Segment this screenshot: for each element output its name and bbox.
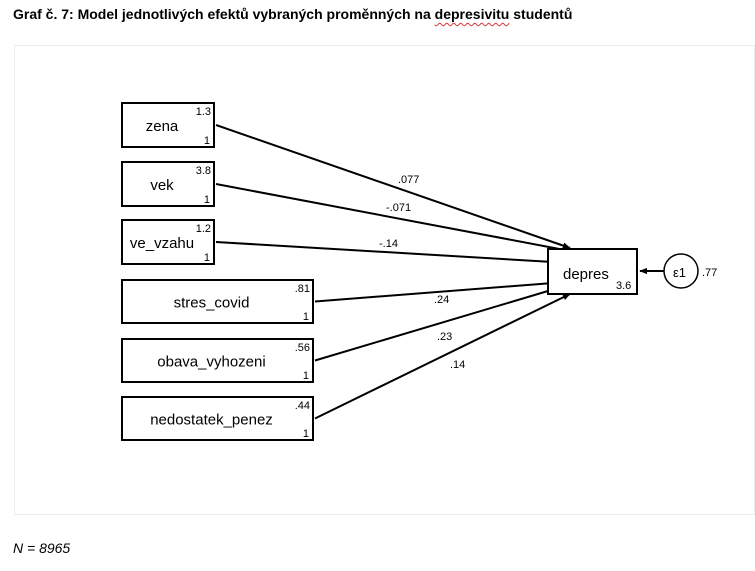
predictor-mean: .81 xyxy=(295,283,310,295)
predictor-variance: 1 xyxy=(303,428,309,440)
path-coefficient-nedostatek_penez: .14 xyxy=(450,359,465,371)
predictor-zena: zena 1.3 1 xyxy=(121,102,215,148)
title-suffix: studentů xyxy=(509,6,573,22)
predictor-variance: 1 xyxy=(303,370,309,382)
path-arrow-zena xyxy=(215,124,571,249)
predictor-variance: 1 xyxy=(204,252,210,264)
path-coefficient-vek: -.071 xyxy=(386,202,411,214)
predictor-label: vek xyxy=(150,177,174,194)
path-arrow-vek xyxy=(215,183,571,253)
title-prefix: Graf č. 7: Model jednotlivých efektů vyb… xyxy=(13,6,435,22)
predictor-mean: 1.3 xyxy=(196,106,211,118)
predictor-variance: 1 xyxy=(303,311,309,323)
predictor-mean: 3.8 xyxy=(196,165,211,177)
path-arrow-obava_vyhozeni xyxy=(314,283,569,362)
path-coefficient-obava_vyhozeni: .23 xyxy=(437,331,452,343)
predictor-box xyxy=(121,279,314,324)
predictor-variance: 1 xyxy=(204,194,210,206)
path-arrows: .077 -.071 -.14 .24 .23 .14 xyxy=(215,124,571,420)
predictor-vek: vek 3.8 1 xyxy=(121,161,215,207)
predictor-variance: 1 xyxy=(204,135,210,147)
predictor-box xyxy=(121,161,215,207)
path-coefficient-ve_vzahu: -.14 xyxy=(379,238,398,250)
path-arrow-nedostatek_penez xyxy=(314,293,571,420)
sample-size-note: N = 8965 xyxy=(13,540,71,556)
predictor-stres_covid: stres_covid .81 1 xyxy=(121,279,314,324)
predictor-label: ve_vzahu xyxy=(130,235,194,252)
predictor-mean: .56 xyxy=(295,342,310,354)
error-label: ε1 xyxy=(673,265,686,280)
predictor-label: zena xyxy=(146,118,179,135)
predictor-obava_vyhozeni: obava_vyhozeni .56 1 xyxy=(121,338,314,383)
predictor-label: obava_vyhozeni xyxy=(157,354,265,371)
outcome-intercept: 3.6 xyxy=(616,280,631,292)
outcome-box xyxy=(547,248,638,295)
path-arrow-ve_vzahu xyxy=(215,241,571,266)
path-arrow-stres_covid xyxy=(314,279,567,303)
predictor-box xyxy=(121,338,314,383)
predictor-label: nedostatek_penez xyxy=(150,412,273,429)
error-node: ε1 .77 xyxy=(639,253,717,289)
predictor-box xyxy=(121,219,215,265)
predictor-nedostatek_penez: nedostatek_penez .44 1 xyxy=(121,396,314,441)
outcome-label: depres xyxy=(563,266,609,283)
predictor-mean: 1.2 xyxy=(196,223,211,235)
predictor-box xyxy=(121,102,215,148)
path-coefficient-stres_covid: .24 xyxy=(434,294,449,306)
predictor-label: stres_covid xyxy=(174,295,250,312)
predictor-mean: .44 xyxy=(295,400,310,412)
error-variance: .77 xyxy=(702,267,717,279)
predictor-box xyxy=(121,396,314,441)
outcome-node: depres 3.6 xyxy=(547,248,638,295)
title-misspelled-word: depresivitu xyxy=(434,6,510,22)
path-coefficient-zena: .077 xyxy=(398,174,419,186)
figure-title: Graf č. 7: Model jednotlivých efektů vyb… xyxy=(13,6,572,22)
